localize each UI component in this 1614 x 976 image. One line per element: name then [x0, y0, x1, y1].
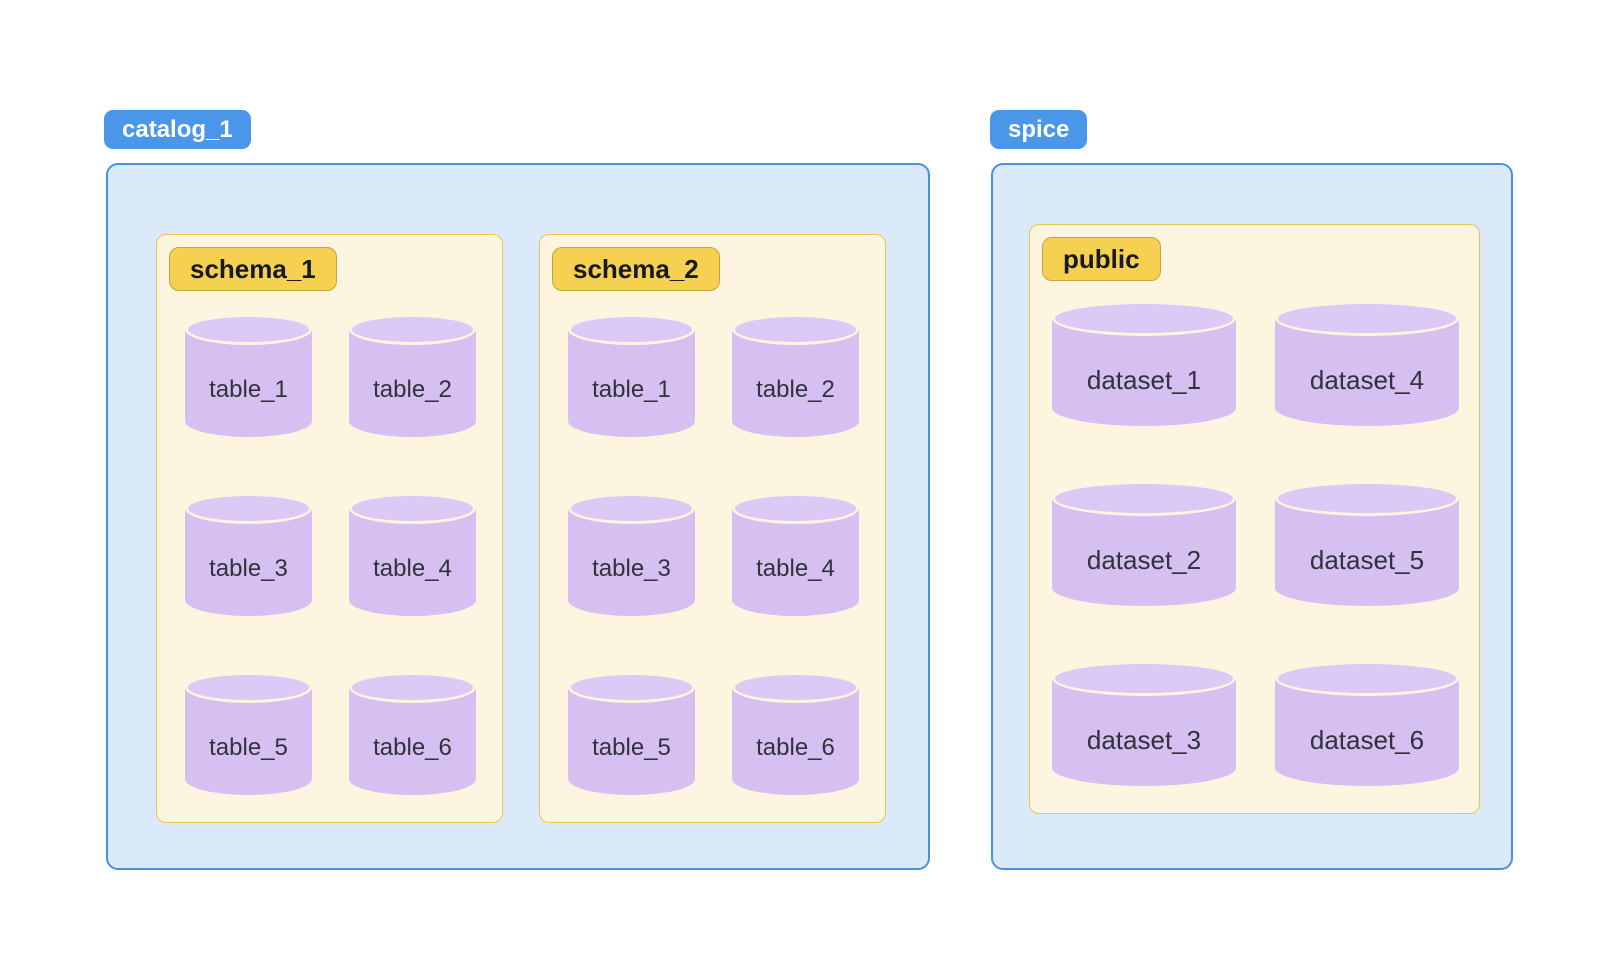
db-cylinder-table_3: table_3: [185, 493, 312, 616]
cylinder-label: table_5: [592, 734, 671, 761]
cylinder-top-ellipse: [349, 672, 476, 703]
db-cylinder-table_4: table_4: [349, 493, 476, 616]
cylinder-top-ellipse: [1275, 481, 1459, 516]
cylinder-top-ellipse: [1275, 661, 1459, 696]
db-cylinder-table_1: table_1: [185, 314, 312, 437]
db-cylinder-table_5: table_5: [185, 672, 312, 795]
cylinder-label: table_2: [373, 376, 452, 403]
spice-container: public dataset_1 dataset_4 dataset_2 dat…: [991, 163, 1513, 870]
schema-2-badge: schema_2: [552, 247, 720, 291]
cylinder-body: [185, 508, 312, 616]
cylinder-top-ellipse: [185, 672, 312, 703]
cylinder-body: [1275, 318, 1459, 426]
cylinder-top-ellipse: [185, 314, 312, 345]
cylinder-label: dataset_2: [1086, 544, 1202, 575]
cylinder-label: table_4: [756, 555, 835, 582]
db-cylinder-dataset_2: dataset_2: [1052, 481, 1236, 606]
cylinder-body: [1275, 498, 1459, 606]
cylinder-body: [568, 329, 695, 437]
cylinder-body: [568, 687, 695, 795]
cylinder-body: [732, 508, 859, 616]
cylinder-label: dataset_1: [1086, 364, 1202, 395]
cylinder-top-ellipse: [732, 314, 859, 345]
db-cylinder-table_2: table_2: [732, 314, 859, 437]
schema-1-badge: schema_1: [169, 247, 337, 291]
cylinder-body: [568, 508, 695, 616]
cylinder-body: [185, 687, 312, 795]
public-dataset-grid: dataset_1 dataset_4 dataset_2 dataset_5 …: [1052, 301, 1459, 786]
db-cylinder-dataset_6: dataset_6: [1275, 661, 1459, 786]
schema-1-table-grid: table_1 table_2 table_3 table_4 table_5 …: [185, 314, 476, 795]
cylinder-top-ellipse: [1052, 301, 1236, 336]
cylinder-label: table_1: [209, 376, 288, 403]
cylinder-top-ellipse: [568, 672, 695, 703]
db-cylinder-table_6: table_6: [349, 672, 476, 795]
db-cylinder-table_6: table_6: [732, 672, 859, 795]
catalog-1-badge: catalog_1: [104, 110, 251, 149]
db-cylinder-table_5: table_5: [568, 672, 695, 795]
cylinder-body: [1052, 498, 1236, 606]
db-cylinder-dataset_5: dataset_5: [1275, 481, 1459, 606]
cylinder-top-ellipse: [1052, 481, 1236, 516]
public-badge: public: [1042, 237, 1161, 281]
cylinder-body: [1052, 678, 1236, 786]
cylinder-label: dataset_6: [1309, 724, 1425, 755]
cylinder-body: [732, 687, 859, 795]
cylinder-body: [349, 687, 476, 795]
cylinder-top-ellipse: [185, 493, 312, 524]
catalog-1-container: schema_1 table_1 table_2 table_3 table_4…: [106, 163, 930, 870]
cylinder-label: table_6: [756, 734, 835, 761]
cylinder-label: table_6: [373, 734, 452, 761]
cylinder-label: table_3: [209, 555, 288, 582]
cylinder-label: table_1: [592, 376, 671, 403]
cylinder-top-ellipse: [732, 672, 859, 703]
cylinder-label: dataset_5: [1309, 544, 1425, 575]
cylinder-body: [349, 329, 476, 437]
cylinder-label: table_3: [592, 555, 671, 582]
db-cylinder-table_2: table_2: [349, 314, 476, 437]
schema-2-box: schema_2 table_1 table_2 table_3 table_4…: [539, 234, 886, 823]
spice-badge: spice: [990, 110, 1088, 149]
cylinder-body: [732, 329, 859, 437]
cylinder-body: [1052, 318, 1236, 426]
cylinder-label: table_2: [756, 376, 835, 403]
db-cylinder-table_3: table_3: [568, 493, 695, 616]
db-cylinder-table_1: table_1: [568, 314, 695, 437]
cylinder-label: dataset_4: [1309, 364, 1425, 395]
schema-2-table-grid: table_1 table_2 table_3 table_4 table_5 …: [568, 314, 859, 795]
cylinder-body: [1275, 678, 1459, 786]
cylinder-label: table_4: [373, 555, 452, 582]
cylinder-body: [349, 508, 476, 616]
db-cylinder-dataset_1: dataset_1: [1052, 301, 1236, 426]
cylinder-top-ellipse: [349, 493, 476, 524]
cylinder-top-ellipse: [732, 493, 859, 524]
cylinder-top-ellipse: [1275, 301, 1459, 336]
cylinder-top-ellipse: [349, 314, 476, 345]
schema-1-box: schema_1 table_1 table_2 table_3 table_4…: [156, 234, 503, 823]
cylinder-label: table_5: [209, 734, 288, 761]
db-cylinder-dataset_4: dataset_4: [1275, 301, 1459, 426]
cylinder-top-ellipse: [568, 493, 695, 524]
cylinder-label: dataset_3: [1086, 724, 1202, 755]
cylinder-top-ellipse: [568, 314, 695, 345]
db-cylinder-dataset_3: dataset_3: [1052, 661, 1236, 786]
db-cylinder-table_4: table_4: [732, 493, 859, 616]
public-box: public dataset_1 dataset_4 dataset_2 dat…: [1029, 224, 1480, 814]
cylinder-top-ellipse: [1052, 661, 1236, 696]
cylinder-body: [185, 329, 312, 437]
